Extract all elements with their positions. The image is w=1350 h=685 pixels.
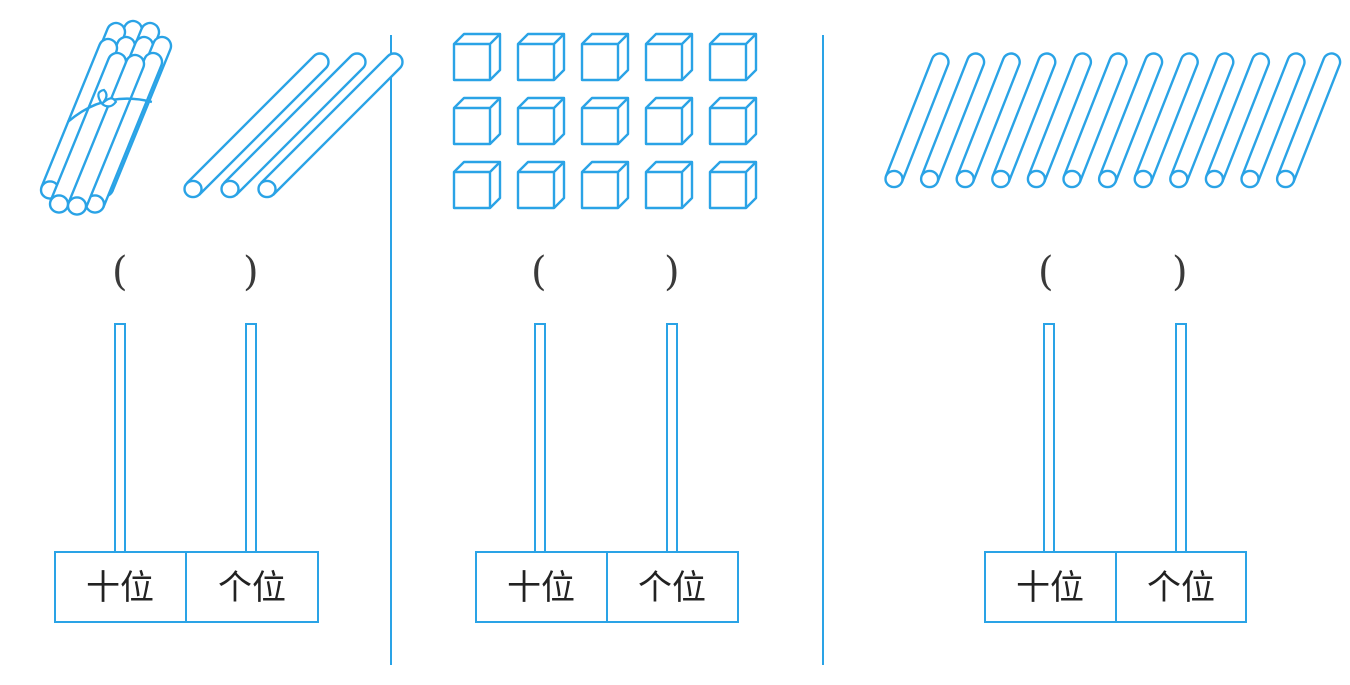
unit-cube bbox=[452, 32, 502, 82]
ones-rod bbox=[245, 323, 257, 553]
answer-open-paren: ( bbox=[531, 249, 547, 295]
panel-loose: ( ) 十位 个位 bbox=[884, 52, 1342, 623]
ones-rod bbox=[666, 323, 678, 553]
cube-grid-picture bbox=[452, 32, 758, 210]
unit-cube bbox=[708, 160, 758, 210]
unit-cube bbox=[516, 160, 566, 210]
counting-stick bbox=[1204, 52, 1271, 189]
tens-rod bbox=[114, 323, 126, 553]
tens-rod bbox=[1043, 323, 1055, 553]
counting-stick bbox=[1026, 52, 1093, 189]
counting-stick bbox=[1133, 52, 1199, 189]
ones-place-label: 个位 bbox=[218, 568, 286, 608]
counting-stick bbox=[257, 52, 404, 199]
counting-stick bbox=[1062, 52, 1128, 189]
unit-cube bbox=[708, 96, 758, 146]
unit-cube bbox=[580, 32, 630, 82]
answer-close-paren: ) bbox=[1172, 249, 1188, 295]
ones-place-label: 个位 bbox=[638, 568, 706, 608]
unit-cube bbox=[644, 160, 694, 210]
unit-cube bbox=[516, 32, 566, 82]
ones-place-label: 个位 bbox=[1147, 568, 1215, 608]
tens-place-label: 十位 bbox=[86, 568, 154, 608]
unit-cube bbox=[452, 96, 502, 146]
tens-rod bbox=[534, 323, 546, 553]
counting-stick bbox=[39, 37, 119, 200]
unit-cube bbox=[452, 160, 502, 210]
tens-place-label: 十位 bbox=[1016, 568, 1084, 608]
answer-blank[interactable] bbox=[555, 245, 655, 295]
counting-stick bbox=[955, 52, 1021, 189]
loose-sticks-picture bbox=[884, 52, 1342, 189]
stick-bundle-picture bbox=[39, 19, 404, 216]
counting-stick bbox=[84, 51, 164, 214]
stick-bundle bbox=[39, 19, 173, 216]
counting-stick bbox=[183, 52, 330, 199]
unit-cube bbox=[644, 96, 694, 146]
unit-cube bbox=[580, 96, 630, 146]
abacus: 十位 个位 bbox=[475, 323, 739, 623]
tens-place-label: 十位 bbox=[507, 568, 575, 608]
answer-open-paren: ( bbox=[112, 249, 128, 295]
panel-cubes: ( ) 十位 个位 bbox=[452, 32, 758, 623]
answer-blank[interactable] bbox=[1062, 245, 1162, 295]
unit-cube bbox=[580, 160, 630, 210]
unit-cube bbox=[644, 32, 694, 82]
abacus: 十位 个位 bbox=[984, 323, 1247, 623]
counting-stick bbox=[884, 52, 950, 189]
answer-blank[interactable] bbox=[135, 245, 235, 295]
answer-open-paren: ( bbox=[1038, 249, 1054, 295]
ones-rod bbox=[1175, 323, 1187, 553]
counting-stick bbox=[1240, 52, 1306, 189]
unit-cube bbox=[516, 96, 566, 146]
panel-bundle: ( ) 十位 个位 bbox=[39, 19, 404, 623]
counting-stick bbox=[66, 53, 146, 216]
counting-stick bbox=[991, 52, 1057, 189]
answer-close-paren: ) bbox=[664, 249, 680, 295]
counting-stick bbox=[1097, 52, 1164, 189]
unit-cube bbox=[708, 32, 758, 82]
answer-close-paren: ) bbox=[243, 249, 259, 295]
counting-stick bbox=[919, 52, 986, 189]
counting-stick bbox=[1169, 52, 1235, 189]
counting-stick bbox=[1275, 52, 1342, 189]
abacus: 十位 个位 bbox=[54, 323, 319, 623]
counting-stick bbox=[220, 52, 367, 199]
